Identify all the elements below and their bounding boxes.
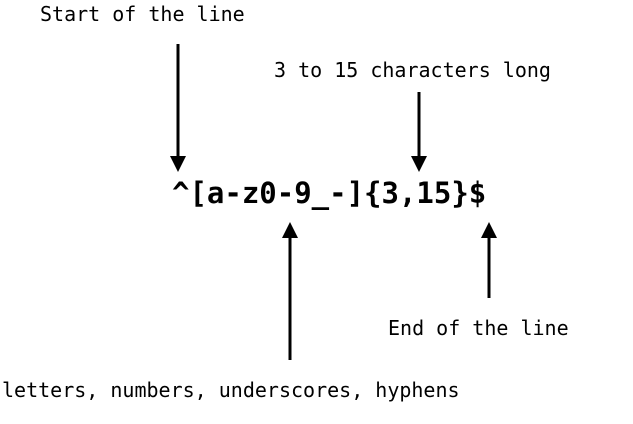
charset-arrow xyxy=(282,222,298,360)
charset-label: letters, numbers, underscores, hyphens xyxy=(2,378,460,402)
end-of-line-label: End of the line xyxy=(388,316,569,340)
regex-pattern: ^[a-z0-9_-]{3,15}$ xyxy=(172,176,487,210)
length-arrow xyxy=(411,92,427,172)
start-arrow xyxy=(170,44,186,172)
end-arrow xyxy=(481,222,497,298)
start-of-line-label: Start of the line xyxy=(40,2,245,26)
length-label: 3 to 15 characters long xyxy=(274,58,551,82)
